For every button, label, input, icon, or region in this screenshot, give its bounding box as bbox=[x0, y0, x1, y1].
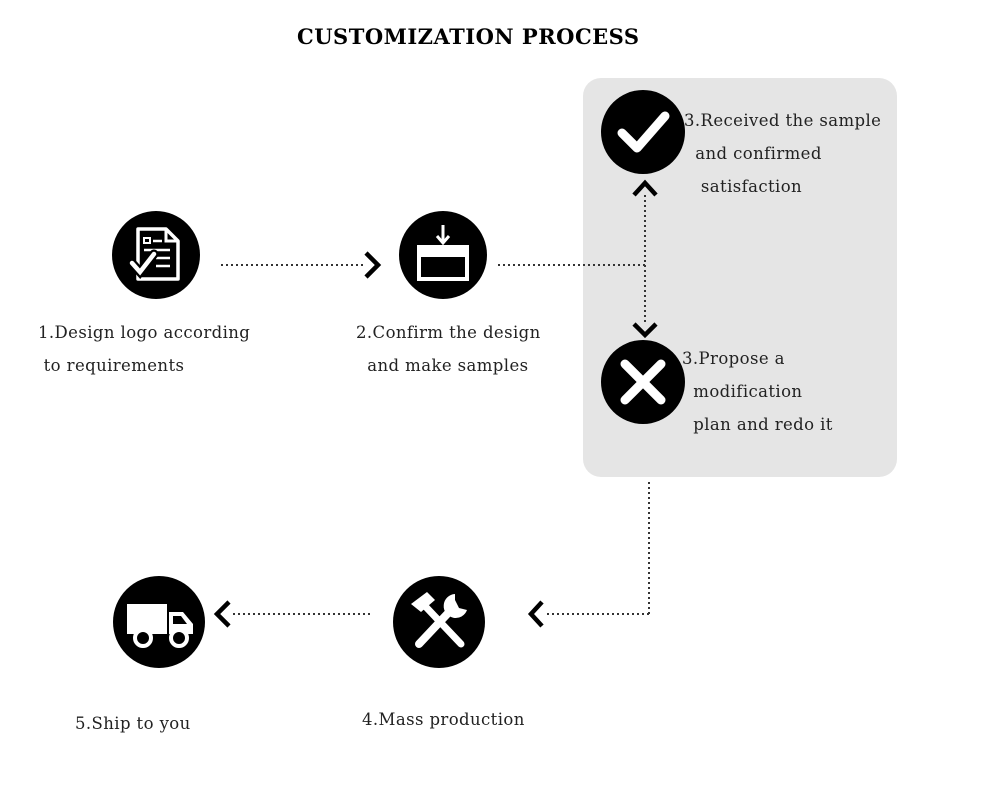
step-ship-label: 5.Ship to you bbox=[75, 714, 191, 733]
arrowhead-down bbox=[632, 322, 658, 339]
arrowhead-up bbox=[632, 179, 658, 197]
checkmark-icon bbox=[601, 90, 685, 174]
arrowhead-right bbox=[364, 251, 382, 279]
arrowhead-left-mass bbox=[527, 600, 544, 628]
tools-icon bbox=[393, 576, 485, 668]
arrowhead-left-ship bbox=[213, 600, 231, 628]
document-check-icon bbox=[112, 211, 200, 299]
download-box-icon bbox=[399, 211, 487, 299]
step-modify-label: 3.Propose a modification plan and redo i… bbox=[682, 349, 833, 434]
truck-icon bbox=[113, 576, 205, 668]
page-title: CUSTOMIZATION PROCESS bbox=[297, 24, 640, 49]
step-design-label: 1.Design logo according to requirements bbox=[38, 323, 251, 375]
step-received-label: 3.Received the sample and confirmed sati… bbox=[684, 111, 882, 196]
step-mass-label: 4.Mass production bbox=[362, 710, 525, 729]
x-mark-icon bbox=[601, 340, 685, 424]
step-confirm-label: 2.Confirm the design and make samples bbox=[356, 323, 541, 375]
